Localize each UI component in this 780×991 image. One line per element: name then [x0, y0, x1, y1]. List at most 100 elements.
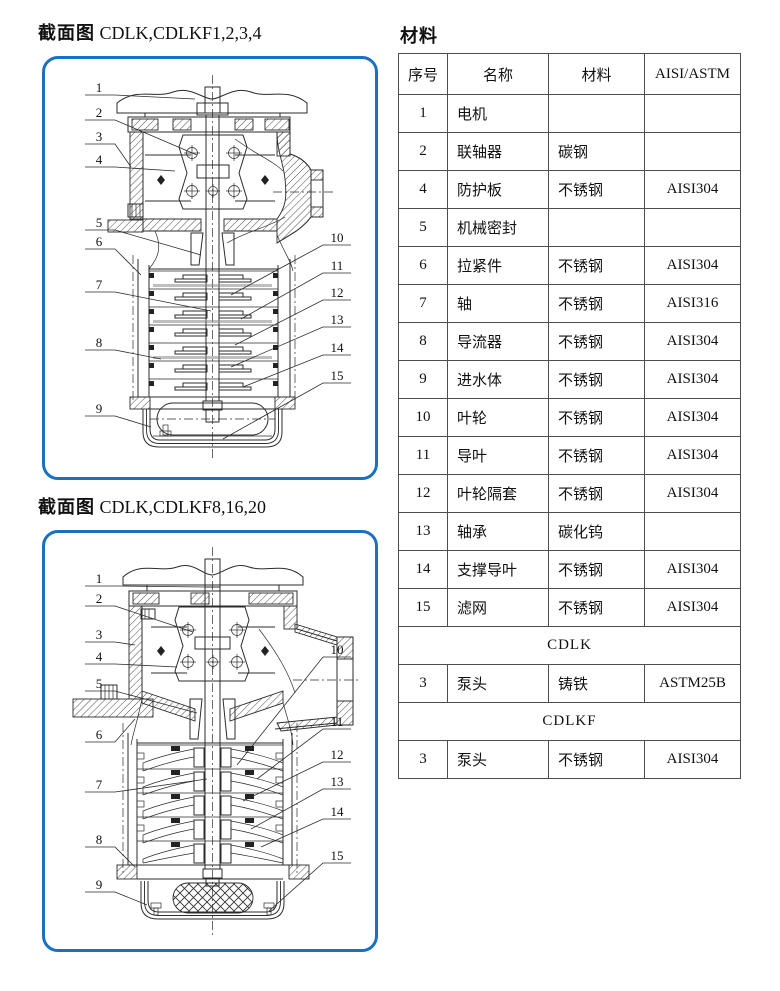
- table-row: 15 滤网 不锈钢 AISI304: [397, 588, 742, 627]
- table-cell: 联轴器: [447, 132, 550, 171]
- section-title-zh: 截面图: [38, 23, 95, 43]
- support-flange: [72, 684, 154, 718]
- table-row: 7 轴 不锈钢 AISI316: [397, 284, 742, 323]
- table-row: 11 导叶 不锈钢 AISI304: [397, 436, 742, 475]
- callout-2: 2: [96, 591, 103, 606]
- table-cell: 不锈钢: [548, 474, 646, 513]
- table-cell: 3: [397, 664, 449, 703]
- table-cell: [644, 208, 742, 247]
- table-cell: AISI304: [644, 170, 742, 209]
- diagram2-frame: 1 2 3 4 5 6 7 8 9 10 11 12 13 14 15: [42, 530, 378, 952]
- stage-stack: [116, 723, 310, 880]
- callout-3: 3: [96, 627, 103, 642]
- callout-4: 4: [96, 152, 103, 167]
- table-cell: AISI304: [644, 474, 742, 513]
- callout-14: 14: [331, 340, 345, 355]
- table-cell: [548, 94, 646, 133]
- table-cell: 9: [397, 360, 449, 399]
- table-cell: 5: [397, 208, 449, 247]
- table-cell: 碳钢: [548, 132, 646, 171]
- table-cell: 15: [397, 588, 449, 627]
- table-cell: [644, 94, 742, 133]
- table-cell: 11: [397, 436, 449, 475]
- table-row: 13 轴承 碳化钨: [397, 512, 742, 551]
- table-row: 14 支撑导叶 不锈钢 AISI304: [397, 550, 742, 589]
- motor-outline: [122, 558, 304, 591]
- motor-flange: [127, 116, 291, 133]
- materials-title: 材料: [400, 26, 438, 46]
- coupling: [178, 134, 248, 210]
- callout-5: 5: [96, 215, 103, 230]
- table-cell: [644, 132, 742, 171]
- callout-14: 14: [331, 804, 345, 819]
- mechanical-seal: [142, 218, 294, 272]
- table-row: 5 机械密封: [397, 208, 742, 247]
- table-cell: 10: [397, 398, 449, 437]
- table-row: 1 电机: [397, 94, 742, 133]
- table-cell: AISI304: [644, 436, 742, 475]
- table-cell: ASTM25B: [644, 664, 742, 703]
- callout-15: 15: [331, 848, 344, 863]
- section-title-zh: 截面图: [38, 497, 95, 517]
- inlet-chamber: [140, 868, 285, 920]
- callouts-right: 10 11 12 13 14 15: [236, 642, 351, 912]
- table-row: 6 拉紧件 不锈钢 AISI304: [397, 246, 742, 285]
- table-cell: AISI304: [644, 360, 742, 399]
- diagram1-frame: 1 2 3 4 5 6 7 8 9 10 11 12 13 14 15: [42, 56, 378, 480]
- table-row: 10 叶轮 不锈钢 AISI304: [397, 398, 742, 437]
- table-cell: 电机: [447, 94, 550, 133]
- callout-6: 6: [96, 234, 103, 249]
- coupling: [174, 606, 250, 682]
- table-cell: 不锈钢: [548, 740, 646, 779]
- table-cell: AISI304: [644, 398, 742, 437]
- column-header: AISI/ASTM: [644, 53, 742, 95]
- inlet-chamber: [142, 400, 283, 448]
- column-header: 名称: [447, 53, 550, 95]
- table-cell: 13: [397, 512, 449, 551]
- motor-outline: [116, 86, 308, 117]
- pump-cross-section-2: 1 2 3 4 5 6 7 8 9 10 11 12 13 14 15: [72, 547, 361, 937]
- pump-cross-section-1: 1 2 3 4 5 6 7 8 9 10 11 12 13 14 15: [85, 75, 351, 459]
- callout-3: 3: [96, 129, 103, 144]
- table-cell: AISI304: [644, 246, 742, 285]
- table-cell: 叶轮隔套: [447, 474, 550, 513]
- callout-5: 5: [96, 676, 103, 691]
- table-cell: 不锈钢: [548, 550, 646, 589]
- table-row: 9 进水体 不锈钢 AISI304: [397, 360, 742, 399]
- group-label-cdlkf: CDLKF: [397, 702, 742, 741]
- table-cell: AISI304: [644, 740, 742, 779]
- coupling-housing: [128, 605, 298, 700]
- stage-stack: [129, 255, 296, 410]
- callout-12: 12: [331, 747, 344, 762]
- table-cell: 进水体: [447, 360, 550, 399]
- callout-11: 11: [331, 714, 344, 729]
- table-cell: 拉紧件: [447, 246, 550, 285]
- impeller-stages: [136, 744, 284, 864]
- table-cell: 不锈钢: [548, 322, 646, 361]
- group-label-cdlk: CDLK: [397, 626, 742, 665]
- callout-12: 12: [331, 285, 344, 300]
- pump-shaft: [204, 587, 221, 869]
- table-group-row: CDLK: [397, 626, 742, 665]
- table-cell: 不锈钢: [548, 360, 646, 399]
- table-cell: 1: [397, 94, 449, 133]
- callout-7: 7: [96, 277, 103, 292]
- table-cell: 8: [397, 322, 449, 361]
- callout-8: 8: [96, 335, 103, 350]
- table-cell: AISI304: [644, 322, 742, 361]
- table-cell: 防护板: [447, 170, 550, 209]
- table-cell: 轴: [447, 284, 550, 323]
- table-cell: AISI316: [644, 284, 742, 323]
- callout-7: 7: [96, 777, 103, 792]
- section-title-model: CDLK,CDLKF8,16,20: [99, 497, 267, 517]
- callout-8: 8: [96, 832, 103, 847]
- coupling-housing: [129, 131, 291, 220]
- table-cell: 泵头: [447, 664, 550, 703]
- table-row: 4 防护板 不锈钢 AISI304: [397, 170, 742, 209]
- column-header: 材料: [548, 53, 646, 95]
- callout-13: 13: [331, 774, 344, 789]
- table-cell: [548, 208, 646, 247]
- table-row: 3 泵头 不锈钢 AISI304: [397, 740, 742, 779]
- mechanical-seal: [130, 690, 294, 746]
